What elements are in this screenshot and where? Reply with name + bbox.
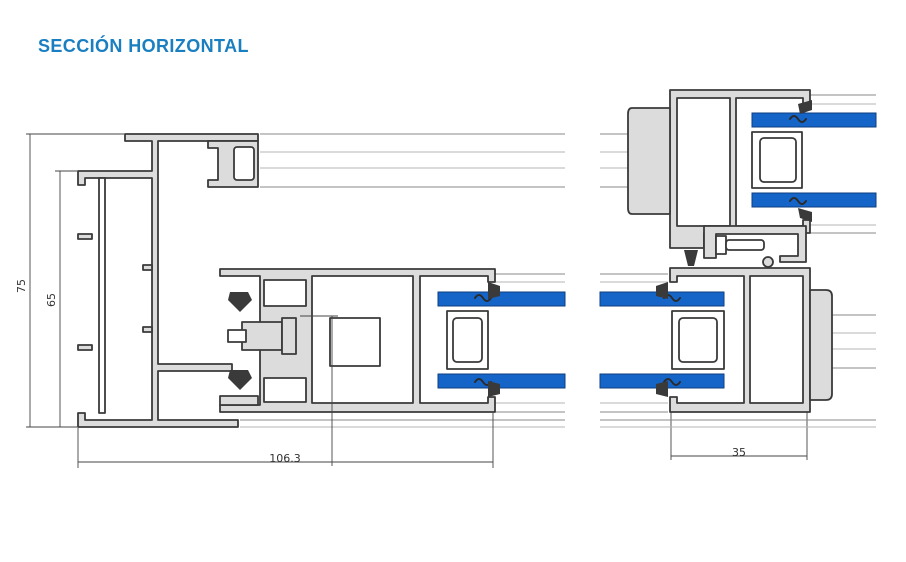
interlock-profile	[684, 225, 807, 268]
lower-sash-lip	[809, 289, 833, 401]
sash-chamber-left-low	[263, 377, 307, 403]
dimension-outer-height: 75	[15, 279, 28, 293]
outer-frame-profile	[77, 133, 259, 428]
reference-lines-left	[240, 133, 565, 428]
dimension-lines-left	[26, 133, 808, 468]
right-sash-assembly	[599, 89, 877, 428]
lock-mechanism	[227, 315, 381, 367]
upper-sash-lip	[627, 107, 671, 215]
brush-seals	[219, 292, 259, 406]
glass-pane-outer	[437, 291, 566, 307]
reference-lines-right	[600, 94, 876, 428]
top-bead-insert	[233, 146, 255, 181]
glass-pane-inner	[437, 373, 566, 389]
glass-unit-right-lower	[599, 282, 725, 397]
dimension-frame-width: 106.3	[269, 452, 301, 465]
frame-fins	[77, 233, 153, 351]
frame-inner-wall	[98, 177, 106, 414]
dimension-inner-height: 65	[45, 293, 58, 307]
sash-chamber-left	[263, 279, 307, 307]
glass-unit-left	[437, 282, 566, 397]
dimension-sash-width: 35	[732, 446, 746, 459]
lower-sash-chamber	[749, 275, 804, 404]
upper-sash-chamber	[676, 97, 731, 227]
section-title: SECCIÓN HORIZONTAL	[38, 36, 249, 56]
glass-unit-right-upper	[751, 100, 877, 222]
left-frame-assembly	[77, 133, 566, 466]
